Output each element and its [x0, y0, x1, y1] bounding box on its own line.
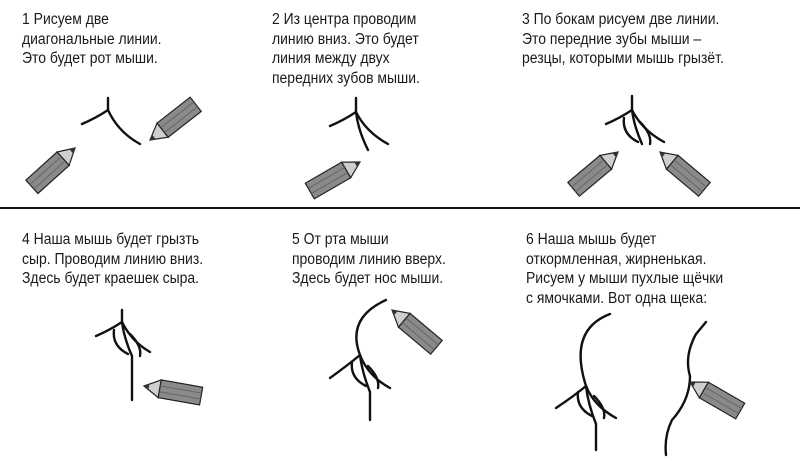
pencil-icon	[567, 144, 625, 197]
step-2-caption: 2 Из центра проводим линию вниз. Это буд…	[272, 11, 420, 87]
step-6-caption: 6 Наша мышь будет откормленная, жирненьк…	[526, 231, 724, 307]
pencil-icon	[385, 302, 443, 355]
pencil-icons	[25, 96, 746, 420]
pencil-icon	[141, 376, 204, 406]
pencil-icon	[684, 373, 746, 420]
step-6-cheek	[554, 312, 708, 457]
step-4-cheese	[94, 308, 152, 402]
divider	[0, 207, 800, 209]
step-5-caption: 5 От рта мыши проводим линию вверх. Здес…	[292, 231, 446, 287]
step-3-caption: 3 По бокам рисуем две линии. Это передни…	[522, 11, 724, 67]
step-5-nose	[328, 298, 392, 422]
step-1-mouth-lines	[80, 96, 142, 146]
step-3-teeth	[604, 94, 666, 146]
step-2-mouth-lines	[328, 96, 390, 152]
pencil-icon	[653, 144, 711, 197]
pencil-icon	[143, 96, 202, 148]
pencil-icon	[25, 140, 82, 195]
pencil-icon	[304, 153, 366, 200]
step-1-caption: 1 Рисуем две диагональные линии. Это буд…	[22, 11, 162, 67]
step-4-caption: 4 Наша мышь будет грызть сыр. Проводим л…	[22, 231, 204, 287]
